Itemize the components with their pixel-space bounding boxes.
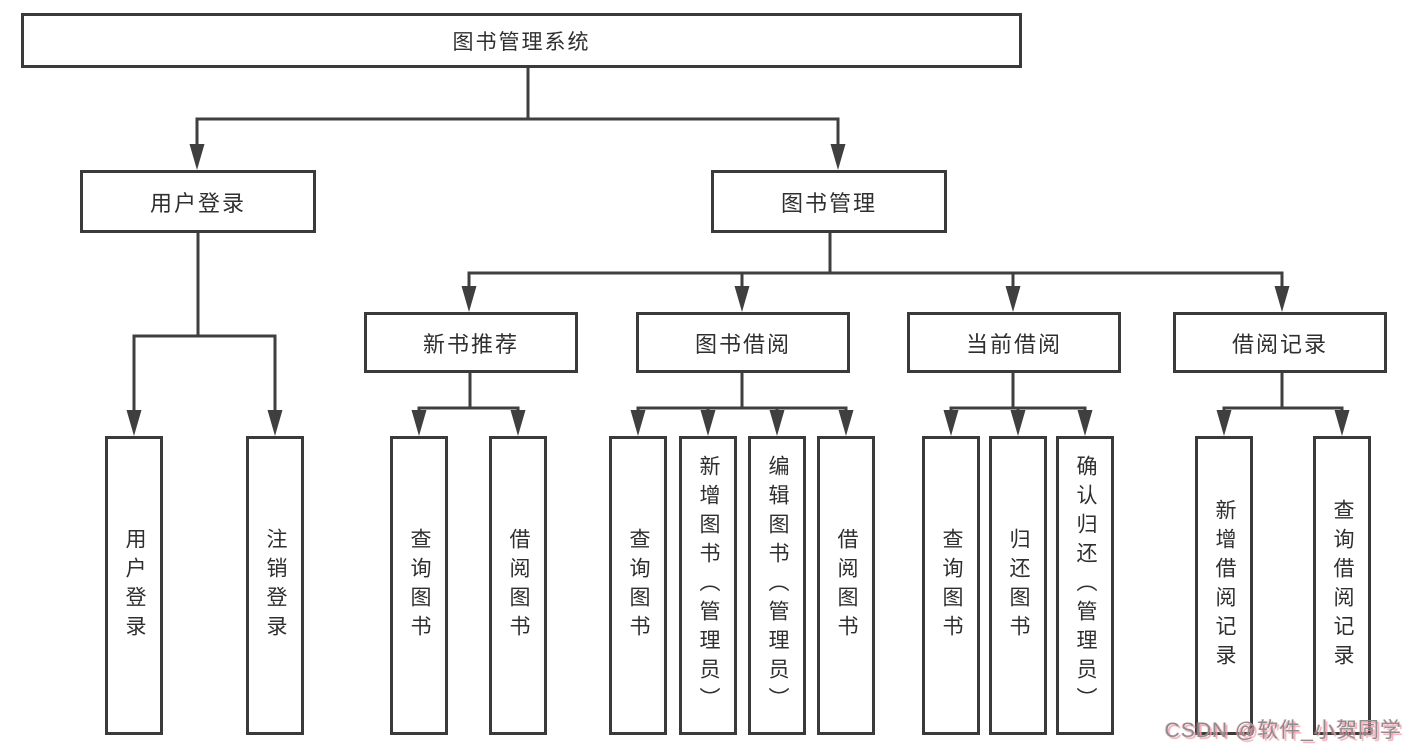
leaf-label: 查询图书 xyxy=(627,527,651,644)
node-root-library-system: 图书管理系统 xyxy=(21,13,1022,68)
leaf-borrow-books: 借阅图书 xyxy=(817,436,875,735)
leaf-label: 用户登录 xyxy=(123,527,147,644)
leaf-query-books-current: 查询图书 xyxy=(922,436,980,735)
leaf-label: 归还图书 xyxy=(1007,527,1031,644)
node-label: 新书推荐 xyxy=(422,331,519,357)
node-current-borrow: 当前借阅 xyxy=(907,312,1121,373)
leaf-label: 借阅图书 xyxy=(507,527,531,644)
leaf-logout-login: 注销登录 xyxy=(246,436,304,735)
leaf-return-books: 归还图书 xyxy=(989,436,1047,735)
node-book-borrow: 图书借阅 xyxy=(636,312,850,373)
leaf-label: 确认归还（管理员） xyxy=(1074,455,1098,716)
leaf-edit-books-admin: 编辑图书（管理员） xyxy=(748,436,806,735)
leaf-label: 借阅图书 xyxy=(835,527,859,644)
leaf-label: 注销登录 xyxy=(264,527,288,644)
node-label: 图书借阅 xyxy=(694,331,791,357)
leaf-label: 编辑图书（管理员） xyxy=(766,455,790,716)
leaf-query-books-recommend: 查询图书 xyxy=(390,436,448,735)
leaf-label: 新增图书（管理员） xyxy=(697,455,721,716)
node-new-book-recommend: 新书推荐 xyxy=(364,312,578,373)
leaf-label: 查询图书 xyxy=(408,527,432,644)
leaf-user-login: 用户登录 xyxy=(105,436,163,735)
leaf-borrow-books-recommend: 借阅图书 xyxy=(489,436,547,735)
arrowheads xyxy=(126,144,1350,436)
leaf-label: 新增借阅记录 xyxy=(1213,498,1237,673)
leaf-query-books-borrow: 查询图书 xyxy=(609,436,667,735)
node-label: 当前借阅 xyxy=(965,331,1062,357)
node-label: 图书管理 xyxy=(780,190,877,216)
node-label: 借阅记录 xyxy=(1231,331,1328,357)
node-label: 用户登录 xyxy=(149,190,246,216)
watermark: CSDN @软件_小贺同学 xyxy=(1164,719,1402,742)
node-borrow-records: 借阅记录 xyxy=(1173,312,1387,373)
leaf-add-borrow-record: 新增借阅记录 xyxy=(1195,436,1253,735)
node-label: 图书管理系统 xyxy=(452,30,591,54)
node-user-login: 用户登录 xyxy=(80,170,316,233)
leaf-query-borrow-record: 查询借阅记录 xyxy=(1313,436,1371,735)
leaf-label: 查询图书 xyxy=(940,527,964,644)
leaf-confirm-return-admin: 确认归还（管理员） xyxy=(1056,436,1114,735)
leaf-label: 查询借阅记录 xyxy=(1331,498,1355,673)
node-book-management: 图书管理 xyxy=(711,170,947,233)
leaf-add-books-admin: 新增图书（管理员） xyxy=(679,436,737,735)
